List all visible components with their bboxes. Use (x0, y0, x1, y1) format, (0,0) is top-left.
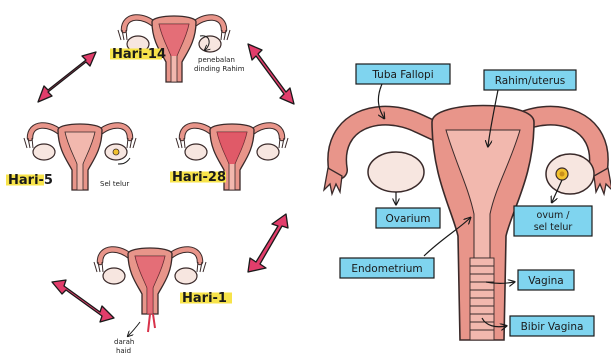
cycle-arrow-top-right (248, 44, 294, 104)
ovary-right (546, 154, 594, 194)
cycle-arrow-bottom-right (248, 214, 288, 272)
cycle-section: Hari-14 penebalan dinding Rahim Hari-5 S… (6, 16, 294, 355)
anatomy-section: Tuba Fallopi Rahim/uterus Ovarium ovum /… (324, 64, 611, 340)
svg-text:Ovarium: Ovarium (385, 213, 430, 225)
ovary-left (368, 152, 424, 192)
svg-text:Bibir Vagina: Bibir Vagina (521, 321, 584, 333)
vaginal-canal (470, 258, 494, 340)
label-day14: Hari-14 (112, 47, 166, 62)
svg-text:Vagina: Vagina (528, 275, 563, 287)
label-ovarium: Ovarium (376, 208, 440, 228)
arrow-day1-note (128, 322, 140, 336)
cycle-arrow-bottom-left (52, 280, 114, 322)
note-day14-line1: penebalan (198, 56, 235, 64)
svg-text:ovum /: ovum / (537, 210, 571, 221)
label-tuba-fallopi: Tuba Fallopi (356, 64, 450, 84)
label-ovum: ovum / sel telur (514, 206, 592, 236)
label-day1: Hari-1 (182, 291, 227, 306)
label-endometrium: Endometrium (340, 258, 434, 278)
note-day1-line1: darah (114, 338, 134, 346)
cycle-arrow-top-left (38, 52, 96, 102)
note-day5: Sel telur (100, 180, 129, 188)
note-day14-line2: dinding Rahim (194, 65, 245, 73)
svg-text:Endometrium: Endometrium (351, 263, 422, 275)
svg-text:sel telur: sel telur (534, 222, 573, 233)
label-day5: Hari-5 (8, 173, 53, 188)
svg-text:Rahim/uterus: Rahim/uterus (495, 75, 566, 87)
label-bibir-vagina: Bibir Vagina (510, 316, 594, 336)
label-rahim: Rahim/uterus (484, 70, 576, 90)
label-day28: Hari-28 (172, 170, 226, 185)
label-vagina: Vagina (518, 270, 574, 290)
note-day1-line2: haid (116, 347, 131, 355)
svg-text:Tuba Fallopi: Tuba Fallopi (371, 69, 433, 81)
